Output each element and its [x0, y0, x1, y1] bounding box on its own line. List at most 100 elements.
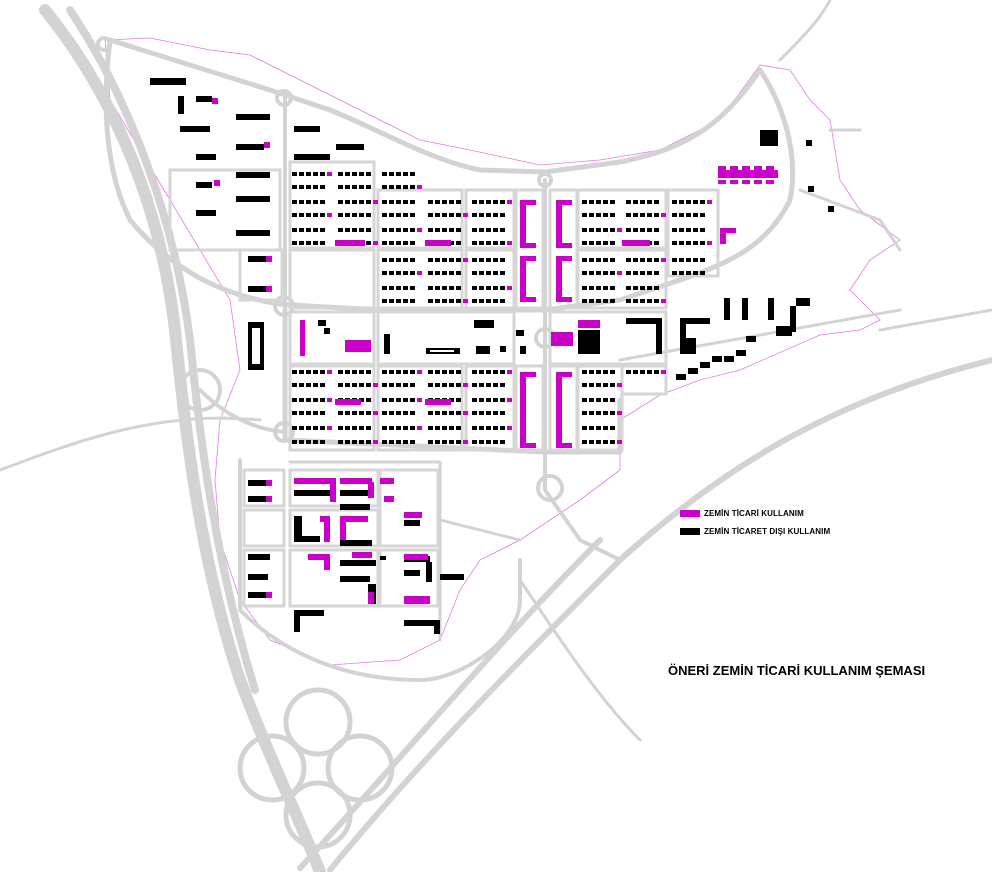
- non-commercial-building-233: [693, 258, 698, 262]
- non-commercial-building-476: [435, 426, 440, 430]
- non-commercial-building-84: [359, 213, 364, 217]
- non-commercial-building-305: [479, 299, 484, 303]
- commercial-building-526: [622, 240, 650, 246]
- legend-swatch-non-commercial: [680, 527, 700, 535]
- non-commercial-building-382: [479, 383, 484, 387]
- non-commercial-building-148: [610, 228, 615, 232]
- non-commercial-building-236: [389, 271, 394, 275]
- commercial-building-654: [324, 516, 330, 542]
- non-commercial-building-625: [340, 490, 372, 496]
- non-commercial-building-114: [679, 213, 684, 217]
- non-commercial-building-81: [338, 213, 343, 217]
- non-commercial-building-484: [500, 426, 505, 430]
- commercial-building-546: [520, 443, 536, 448]
- non-commercial-building-510: [449, 440, 454, 444]
- non-commercial-building-253: [596, 271, 601, 275]
- non-commercial-building-356: [647, 370, 652, 374]
- non-commercial-building-280: [493, 286, 498, 290]
- non-commercial-building-108: [633, 213, 638, 217]
- commercial-building-655: [340, 516, 346, 540]
- commercial-building-664: [404, 512, 422, 518]
- non-commercial-building-599: [516, 330, 524, 336]
- non-commercial-building-429: [320, 411, 325, 415]
- non-commercial-building-619: [736, 350, 746, 356]
- non-commercial-building-85: [366, 213, 371, 217]
- non-commercial-building-632: [340, 560, 376, 566]
- commercial-building-542: [556, 256, 572, 261]
- non-commercial-building-454: [596, 411, 601, 415]
- non-commercial-building-73: [700, 200, 705, 204]
- non-commercial-building-209: [435, 258, 440, 262]
- non-commercial-building-448: [479, 411, 484, 415]
- non-commercial-building-318: [654, 299, 659, 303]
- non-commercial-building-566: [248, 286, 270, 292]
- commercial-building-573: [264, 142, 270, 148]
- non-commercial-building-568: [806, 140, 812, 146]
- non-commercial-building-93: [442, 213, 447, 217]
- commercial-building-534: [520, 243, 536, 248]
- commercial-building-512: [463, 440, 468, 444]
- commercial-building-539: [556, 200, 572, 205]
- non-commercial-building-560: [196, 210, 216, 216]
- non-commercial-building-407: [410, 398, 415, 402]
- non-commercial-building-334: [403, 370, 408, 374]
- non-commercial-building-286: [603, 286, 608, 290]
- non-commercial-building-403: [382, 398, 387, 402]
- non-commercial-building-180: [456, 241, 461, 245]
- non-commercial-building-450: [493, 411, 498, 415]
- non-commercial-building-617: [712, 356, 722, 362]
- non-commercial-building-470: [389, 426, 394, 430]
- non-commercial-building-421: [589, 398, 594, 402]
- non-commercial-building-422: [596, 398, 601, 402]
- non-commercial-building-341: [456, 370, 461, 374]
- non-commercial-building-142: [493, 228, 498, 232]
- non-commercial-building-224: [626, 258, 631, 262]
- commercial-building-525: [425, 240, 451, 246]
- non-commercial-building-346: [500, 370, 505, 374]
- non-commercial-building-254: [603, 271, 608, 275]
- commercial-building-601: [578, 320, 600, 328]
- commercial-building-527: [335, 399, 361, 405]
- non-commercial-building-51: [449, 200, 454, 204]
- non-commercial-building-116: [693, 213, 698, 217]
- non-commercial-building-272: [428, 286, 433, 290]
- non-commercial-building-255: [610, 271, 615, 275]
- non-commercial-building-245: [456, 271, 461, 275]
- non-commercial-building-23: [352, 185, 357, 189]
- non-commercial-building-103: [589, 213, 594, 217]
- non-commercial-building-225: [633, 258, 638, 262]
- commercial-building-577: [718, 180, 726, 184]
- non-commercial-building-365: [345, 383, 350, 387]
- commercial-building-541: [556, 256, 562, 302]
- non-commercial-building-52: [456, 200, 461, 204]
- commercial-building-544: [520, 372, 526, 448]
- non-commercial-building-431: [345, 411, 350, 415]
- non-commercial-building-508: [435, 440, 440, 444]
- non-commercial-building-2: [306, 172, 311, 176]
- non-commercial-building-606: [680, 318, 686, 354]
- non-commercial-building-417: [493, 398, 498, 402]
- commercial-building-586: [718, 170, 778, 178]
- commercial-building-531: [551, 332, 573, 346]
- non-commercial-building-227: [647, 258, 652, 262]
- non-commercial-building-220: [589, 258, 594, 262]
- non-commercial-building-495: [320, 440, 325, 444]
- non-commercial-building-620: [746, 336, 756, 342]
- non-commercial-building-3: [313, 172, 318, 176]
- non-commercial-building-643: [380, 556, 386, 560]
- commercial-building-648: [368, 482, 374, 498]
- commercial-building-229: [661, 258, 666, 262]
- non-commercial-building-515: [486, 440, 491, 444]
- non-commercial-building-237: [396, 271, 401, 275]
- non-commercial-building-106: [610, 213, 615, 217]
- non-commercial-building-264: [686, 271, 691, 275]
- non-commercial-building-507: [428, 440, 433, 444]
- non-commercial-building-312: [603, 299, 608, 303]
- non-commercial-building-134: [428, 228, 433, 232]
- non-commercial-building-269: [396, 286, 401, 290]
- non-commercial-building-275: [449, 286, 454, 290]
- non-commercial-building-265: [693, 271, 698, 275]
- non-commercial-building-267: [382, 286, 387, 290]
- non-commercial-building-7: [345, 172, 350, 176]
- commercial-building-581: [742, 180, 750, 184]
